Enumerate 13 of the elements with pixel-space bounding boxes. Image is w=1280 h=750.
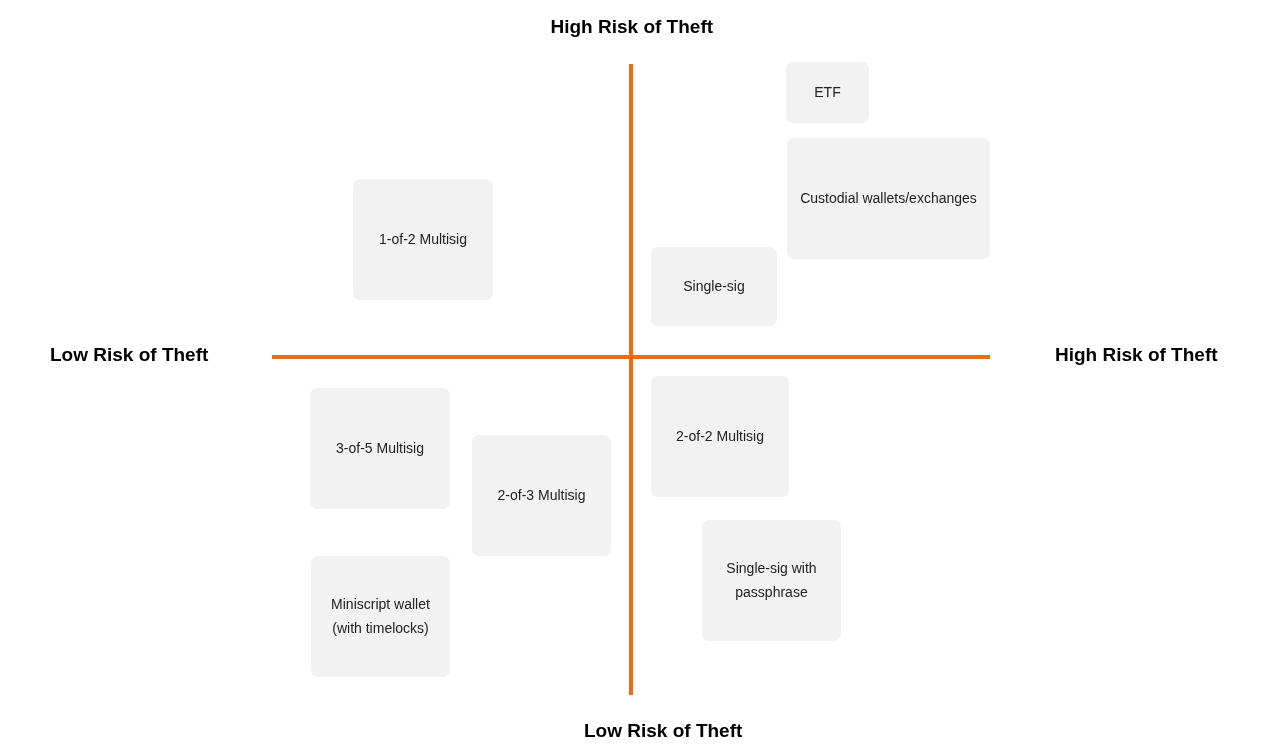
box-label: Single-sig [683,276,745,296]
axis-label: Low Risk of Theft [50,344,209,366]
box-label: 1-of-2 Multisig [379,229,467,249]
box-label: 2-of-3 Multisig [497,485,586,505]
axis-label: Low Risk of Theft [584,720,743,742]
box-label: 3-of-5 Multisig [336,438,424,458]
box-label: ETF [814,82,841,102]
box-label: 2-of-2 Multisig [676,426,764,446]
axis-label: High Risk of Theft [1055,344,1218,366]
axis-label: High Risk of Theft [550,16,714,38]
box-label: Custodial wallets/exchanges [800,188,977,208]
box-label: Miniscript wallet (with timelocks) [330,594,431,638]
box-label: Single-sig with passphrase [725,558,818,602]
